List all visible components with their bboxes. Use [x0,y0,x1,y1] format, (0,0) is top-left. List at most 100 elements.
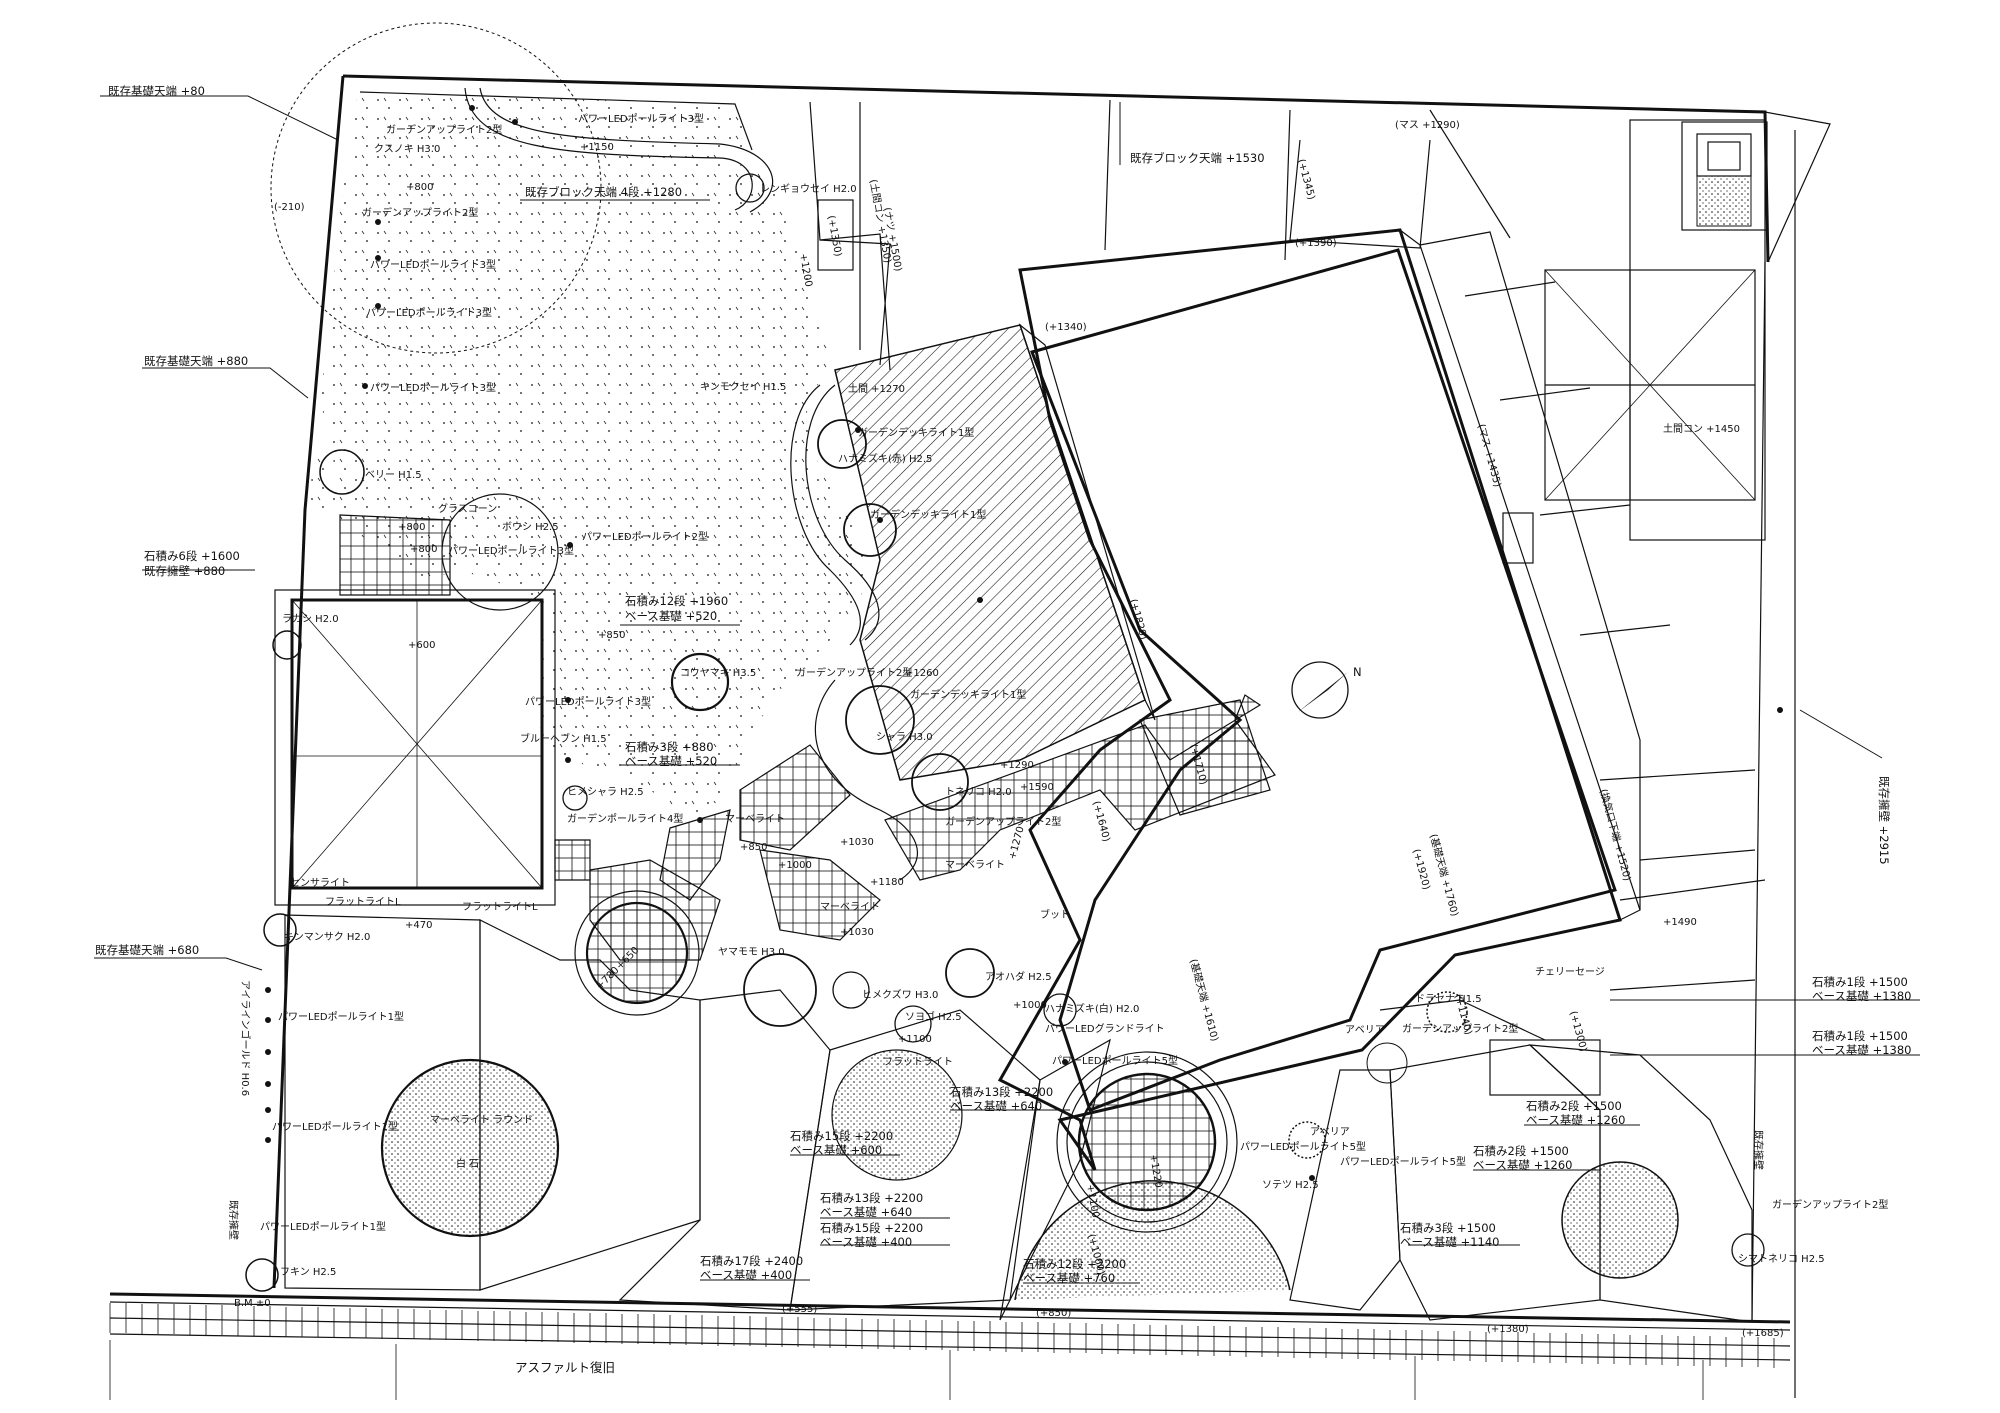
stone-circles [380,890,1679,1301]
tree-kouyamaki [670,652,730,712]
label-ishizumi3b: 石積み3段 +1500 [1400,1221,1496,1235]
label-sensor: センサライト [290,877,350,889]
label-p800c: +800 [410,544,437,555]
label-p1590: +1590 [1020,782,1054,793]
label-ishizumi13b: 石積み13段 +2200 [820,1191,923,1205]
label-p1300: (+1300) [1567,1010,1588,1053]
label-yamamomo: ヤマモモ H3.0 [718,947,785,958]
label-marble2: マーベライト [945,859,1005,871]
tree-aohada [945,948,995,998]
label-garden2-left: ガーデンアップライト2型 [362,206,478,219]
label-garden2-d: ガーデンアップライト2型 [1772,1198,1888,1211]
tree-sotetsu [1288,1121,1326,1159]
label-pole3-a: パワーLEDポールライト3型 [370,258,496,271]
label-kizon-kiso-80: 既存基礎天端 +80 [108,84,205,98]
label-pole5-a: パワーLEDポールライト5型 [1052,1054,1178,1067]
label-garden-deck1b: ガーデンデッキライト1型 [870,508,986,521]
label-cherry: チェリーセージ [1535,966,1605,978]
label-p1270b: 土間 +1270 [848,382,905,395]
label-doraseina: ドラセナ H1.5 [1415,993,1482,1005]
label-base400a: ベース基礎 +400 [820,1235,912,1249]
label-marble3: マーベライト [820,901,880,913]
label-base640a: ベース基礎 +640 [950,1099,1042,1113]
label-hanamizuki: ハナミズキ(赤) H2.5 [838,452,932,465]
label-garden2-c: ガーデンアップライト2型 [1402,1022,1518,1035]
label-himekuzu: ヒメクズワ H3.0 [862,988,938,1001]
label-marble1: マーベライト [725,813,785,825]
label-p1270: +1270 [1007,825,1026,861]
label-kusunoki: クスノキ H3.0 [374,143,440,155]
label-p1100: +1100 [898,1034,932,1045]
label-base1140: ベース基礎 +1140 [1400,1235,1499,1249]
label-p1260: +1260 [905,668,939,679]
svg-text:N: N [1353,665,1362,679]
label-aberia: アベリア [1345,1024,1385,1036]
label-p1180: +1180 [870,877,904,888]
label-sotetsu: ソテツ H2.5 [1262,1180,1319,1191]
label-kouyamaki: コウヤマキ H3.5 [680,667,756,679]
label-kizon-youheki-880: 既存擁壁 +880 [144,564,225,578]
label-base1260a: ベース基礎 +1260 [1526,1113,1625,1127]
tree-yamamomo [743,953,817,1027]
label-kinmansaku: キンマンサク H2.0 [284,931,370,943]
tree-himeshara [562,785,588,811]
label-pole5-b: パワーLEDポールライト5型 [1240,1140,1366,1153]
label-pole1-b: パワーLEDポールライト1型 [272,1120,398,1133]
label-asphalt: アスファルト復旧 [515,1360,615,1375]
label-shimanekoto: シマトネリコ H2.5 [1738,1253,1825,1265]
label-flat1: フラットライトL [325,896,401,908]
tree-kinmansaku [263,913,297,947]
label-p1030: +1030 [840,837,874,848]
label-ishizumi2a: 石積み2段 +1500 [1526,1099,1622,1113]
label-ishizumi1a: 石積み1段 +1500 [1812,975,1908,989]
north-arrow-icon: N [1291,661,1362,719]
label-garden-deck1c: ガーデンデッキライト1型 [910,688,1026,701]
label-kizon-youheki-2915: 既存擁壁 +2915 [1877,776,1891,865]
tree-kusunoki-canopy [270,22,602,354]
label-eyeline: アイラインゴールド H0.6 [239,980,252,1096]
label-p1490: +1490 [1663,917,1697,928]
tree-boushi [441,493,559,611]
label-kiso1610: (基礎天端 +1610) [1187,957,1222,1042]
tree-hanamizuki [817,419,867,469]
top-garden-lawn [310,87,918,881]
label-pole1-c: パワーLEDポールライト1型 [260,1220,386,1233]
tree-fukin [245,1258,279,1292]
label-grass: グラスコーン [438,502,497,515]
label-ishizumi17: 石積み17段 +2400 [700,1254,803,1268]
label-power-ground: パワーLEDグランドライト [1045,1022,1165,1035]
label-marble-round: マーベライト ラウンド [430,1114,533,1126]
label-ishizumi12b: 石積み12段 +2200 [1023,1257,1126,1271]
label-ishizumi3a: 石積み3段 +880 [625,740,714,754]
label-pole2: パワーLEDポールライト2型 [582,530,708,543]
label-p1350: (+1350) [825,215,843,258]
label-p1920: (+1920) [1410,848,1431,891]
label-p1030b: +1030 [840,927,874,938]
tree-soyogo [894,1005,932,1043]
label-soyogo: ソヨゴ H2.5 [905,1010,962,1023]
label-base400b: ベース基礎 +400 [700,1268,792,1282]
label-garden-pole4: ガーデンポールライト4型 [567,812,683,825]
label-p1000b: +1000 [1013,1000,1047,1011]
label-p1150: +1150 [580,142,614,153]
label-pole1-a: パワーLEDポールライト1型 [278,1010,404,1023]
label-ishizumi2b: 石積み2段 +1500 [1473,1144,1569,1158]
label-p470: +470 [405,920,432,931]
label-p1380: (+1380) [1487,1324,1529,1335]
label-block-1530: 既存ブロック天端 +1530 [1130,151,1265,165]
label-p1685: (+1685) [1742,1328,1784,1339]
label-ishizumi1b: 石積み1段 +1500 [1812,1029,1908,1043]
label-pole5-c: パワーLEDポールライト5型 [1340,1155,1466,1168]
label-base640b: ベース基礎 +640 [820,1205,912,1219]
label-fukin: フキン H2.5 [280,1267,336,1278]
label-ishizumi13a: 石積み13段 +2200 [950,1085,1053,1099]
label-kiso1760: (基礎天端 +1760) [1427,832,1462,917]
label-blueheaven: ブルーヘブン H1.5 [520,732,607,745]
label-base1380b: ベース基礎 +1380 [1812,1043,1911,1057]
light-markers [265,105,1783,1181]
label-p600: +600 [408,640,435,651]
tree-doraseina [1426,991,1468,1033]
label-flat2: フラットライトL [462,901,538,913]
label-p1290: +1290 [1000,760,1034,771]
tree-shara [845,685,915,755]
